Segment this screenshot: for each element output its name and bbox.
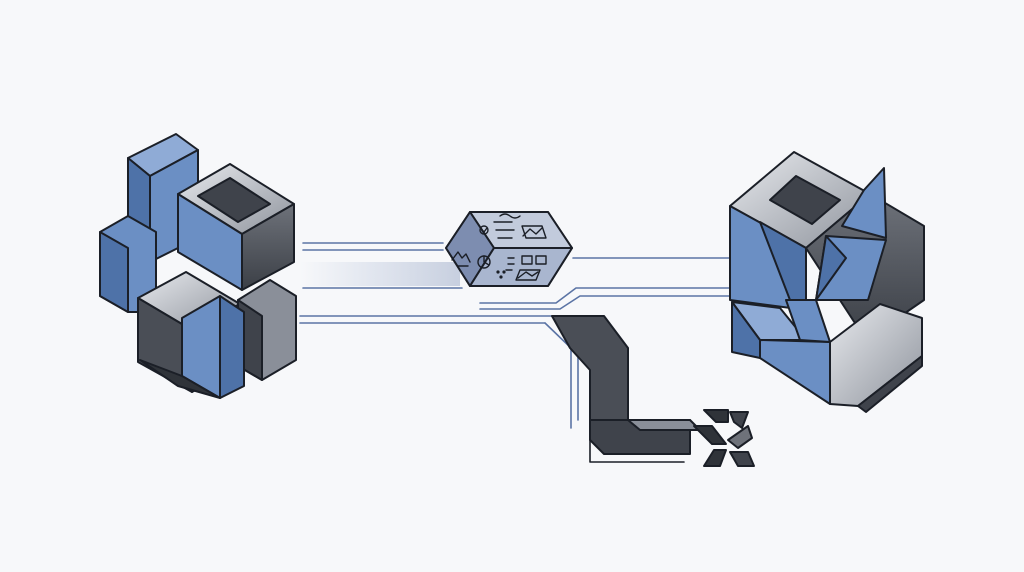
edge-faded-stream: [300, 262, 460, 286]
wave-icon: [499, 213, 521, 219]
edge-left-bottom: [299, 315, 556, 324]
chart-icon: [521, 225, 547, 239]
dots-icon: [496, 270, 506, 279]
pie-chart-icon: [477, 255, 491, 269]
edge-center-to-right-mid: [479, 287, 736, 310]
right-cube-cluster: [729, 151, 925, 413]
check-icon: [479, 225, 489, 235]
central-data-cube: [445, 211, 573, 287]
broken-x-mark: [693, 409, 755, 467]
bent-pipe: [551, 315, 701, 463]
left-cube-cluster: [99, 133, 297, 399]
list-icon: [493, 221, 515, 239]
pipe-thin-edge: [589, 439, 685, 463]
mountain-icon: [451, 251, 471, 267]
edge-left-to-center-top: [302, 242, 444, 251]
tick-marks-icon: [505, 257, 515, 271]
grid-icon: [515, 255, 547, 281]
